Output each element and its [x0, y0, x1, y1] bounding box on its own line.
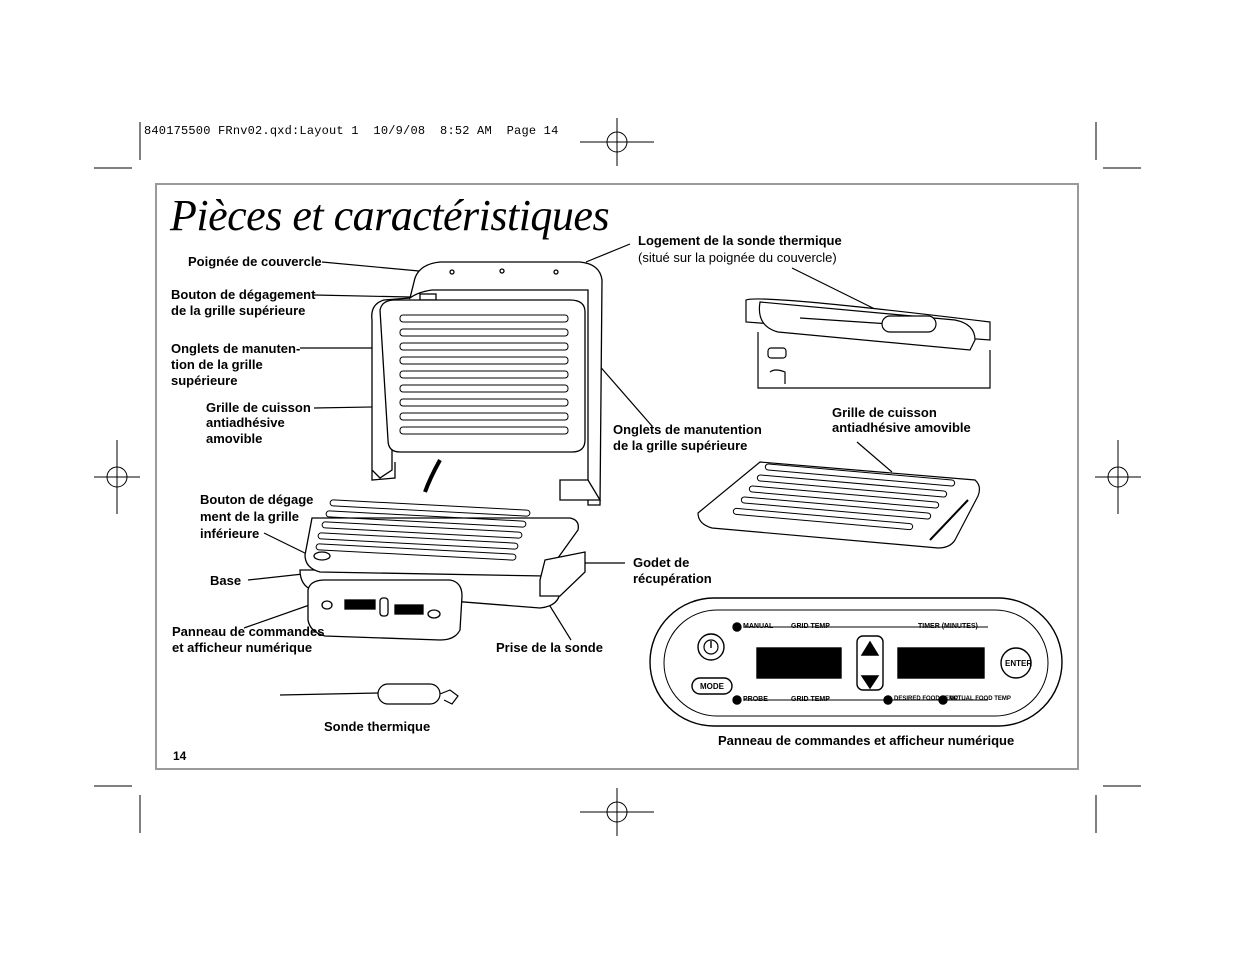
registration-mark-top	[580, 118, 654, 166]
main-grill	[299, 261, 603, 641]
control-panel-detail	[649, 597, 1063, 727]
label-probe-storage-line1: Logement de la sonde thermique	[638, 233, 842, 248]
label-control-panel-left-line1: Panneau de commandes	[172, 624, 325, 639]
label-handling-tabs-left-line2: tion de la grille	[171, 357, 263, 372]
label-upper-release-line1: Bouton de dégagement	[171, 287, 316, 302]
panel-mode-button: MODE	[700, 682, 724, 691]
label-handling-tabs-right-line1: Onglets de manutention	[613, 422, 762, 437]
registration-mark-right	[1095, 440, 1141, 514]
label-drip-tray-line1: Godet de	[633, 555, 690, 570]
label-lower-release-line1: Bouton de dégage	[200, 492, 314, 507]
label-grid-left-line1: Grille de cuisson	[206, 400, 311, 415]
registration-mark-bottom	[580, 788, 654, 836]
label-handling-tabs-left-line1: Onglets de manuten-	[171, 341, 301, 356]
label-grid-left-line3: amovible	[206, 431, 263, 446]
label-grid-right-line1: Grille de cuisson	[832, 405, 937, 420]
label-control-panel-left-line2: et afficheur numérique	[172, 640, 313, 655]
label-control-panel-caption: Panneau de commandes et afficheur numéri…	[718, 733, 1015, 748]
panel-actual-food-temp-label: ACTUAL FOOD TEMP	[949, 696, 1011, 702]
label-lower-release-line3: inférieure	[200, 526, 260, 541]
label-upper-release-line2: de la grille supérieure	[171, 303, 306, 318]
label-probe-jack: Prise de la sonde	[496, 640, 603, 655]
print-slug: 840175500 FRnv02.qxd:Layout 1 10/9/08 8:…	[144, 124, 559, 138]
panel-timer-label: TIMER (MINUTES)	[918, 623, 978, 630]
label-handling-tabs-right-line2: de la grille supérieure	[613, 438, 748, 453]
panel-grid-temp-label-2: GRID TEMP	[791, 696, 830, 703]
panel-probe-label: PROBE	[743, 696, 768, 703]
panel-manual-label: MANUAL	[743, 623, 774, 630]
panel-desired-food-temp-label: DESIRED FOOD TEMP	[894, 696, 959, 702]
panel-enter-button: ENTER	[1005, 659, 1033, 668]
label-grid-right-line2: antiadhésive amovible	[832, 420, 971, 435]
panel-grid-temp-label: GRID TEMP	[791, 623, 830, 630]
label-drip-tray-line2: récupération	[633, 571, 712, 586]
grid-plate-detail	[697, 461, 981, 549]
page-number: 14	[173, 749, 187, 763]
registration-mark-left	[94, 440, 140, 514]
label-base: Base	[210, 573, 242, 588]
label-handling-tabs-left-line3: supérieure	[171, 373, 238, 388]
label-grid-left-line2: antiadhésive	[206, 415, 285, 430]
label-lid-handle: Poignée de couvercle	[188, 254, 322, 269]
lid-handle-detail	[745, 298, 991, 389]
thermal-probe	[279, 683, 459, 705]
label-probe: Sonde thermique	[324, 719, 431, 734]
page-title: Pièces et caractéristiques	[170, 191, 610, 240]
label-lower-release-line2: ment de la grille	[200, 509, 299, 524]
label-probe-storage-line2: (situé sur la poignée du couvercle)	[638, 250, 837, 265]
